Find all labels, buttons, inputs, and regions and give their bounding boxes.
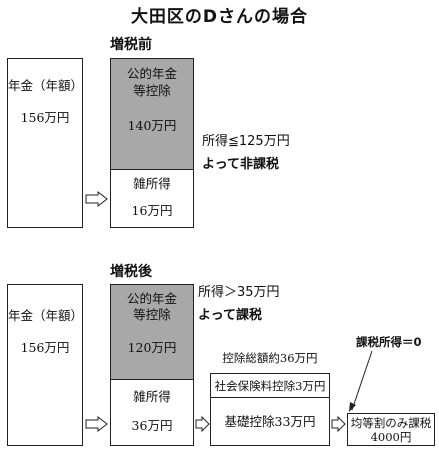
before-deduction-label-1: 公的年金 bbox=[126, 66, 177, 81]
after-misc-label: 雑所得 bbox=[133, 389, 171, 404]
basic-deduction-box: 基礎控除33万円 bbox=[210, 397, 330, 446]
before-misc-income-box: 雑所得 16万円 bbox=[110, 169, 194, 228]
flat-tax-value: 4000円 bbox=[370, 430, 412, 444]
after-condition: 所得＞35万円 bbox=[198, 285, 280, 300]
before-arrow-icon bbox=[85, 190, 108, 208]
before-deduction-value: 140万円 bbox=[127, 118, 177, 133]
taxable-income-label: 課税所得＝0 bbox=[356, 335, 422, 349]
after-deduction-label-1: 公的年金 bbox=[126, 291, 177, 306]
flat-tax-box: 均等割のみ課税 4000円 bbox=[347, 413, 435, 446]
after-misc-income-box: 雑所得 36万円 bbox=[110, 379, 194, 446]
before-condition: 所得≦125万円 bbox=[202, 134, 290, 149]
before-deduction-label-2: 等控除 bbox=[133, 83, 171, 98]
after-arrow-3-icon bbox=[331, 415, 346, 433]
after-arrow-1-icon bbox=[85, 415, 108, 433]
before-heading: 増税前 bbox=[110, 37, 152, 53]
before-misc-label: 雑所得 bbox=[133, 176, 171, 191]
before-deduction-box: 公的年金 等控除 140万円 bbox=[110, 58, 194, 170]
page-title: 大田区のDさんの場合 bbox=[130, 7, 309, 27]
after-deduction-label-2: 等控除 bbox=[133, 307, 171, 322]
flat-tax-label: 均等割のみ課税 bbox=[350, 416, 432, 430]
before-pension-value: 156万円 bbox=[20, 110, 70, 125]
before-pension-box: 年金（年額） 156万円 bbox=[7, 58, 83, 228]
after-pension-box: 年金（年額） 156万円 bbox=[7, 284, 83, 446]
before-misc-value: 16万円 bbox=[131, 203, 173, 218]
after-misc-value: 36万円 bbox=[131, 418, 173, 433]
after-result: よって課税 bbox=[198, 308, 262, 323]
after-deduction-value: 120万円 bbox=[127, 340, 177, 355]
after-heading: 増税後 bbox=[110, 264, 152, 280]
after-arrow-2-icon bbox=[195, 415, 210, 433]
social-insurance-box: 社会保険料控除3万円 bbox=[210, 373, 330, 398]
before-pension-label: 年金（年額） bbox=[8, 78, 84, 93]
deduction-total: 控除総額約36万円 bbox=[222, 351, 318, 365]
after-pension-label: 年金（年額） bbox=[8, 308, 84, 323]
after-deduction-box: 公的年金 等控除 120万円 bbox=[110, 284, 194, 380]
basic-deduction-label: 基礎控除33万円 bbox=[224, 414, 316, 429]
social-insurance-label: 社会保険料控除3万円 bbox=[214, 379, 326, 393]
after-pension-value: 156万円 bbox=[20, 340, 70, 355]
before-result: よって非課税 bbox=[202, 157, 279, 172]
